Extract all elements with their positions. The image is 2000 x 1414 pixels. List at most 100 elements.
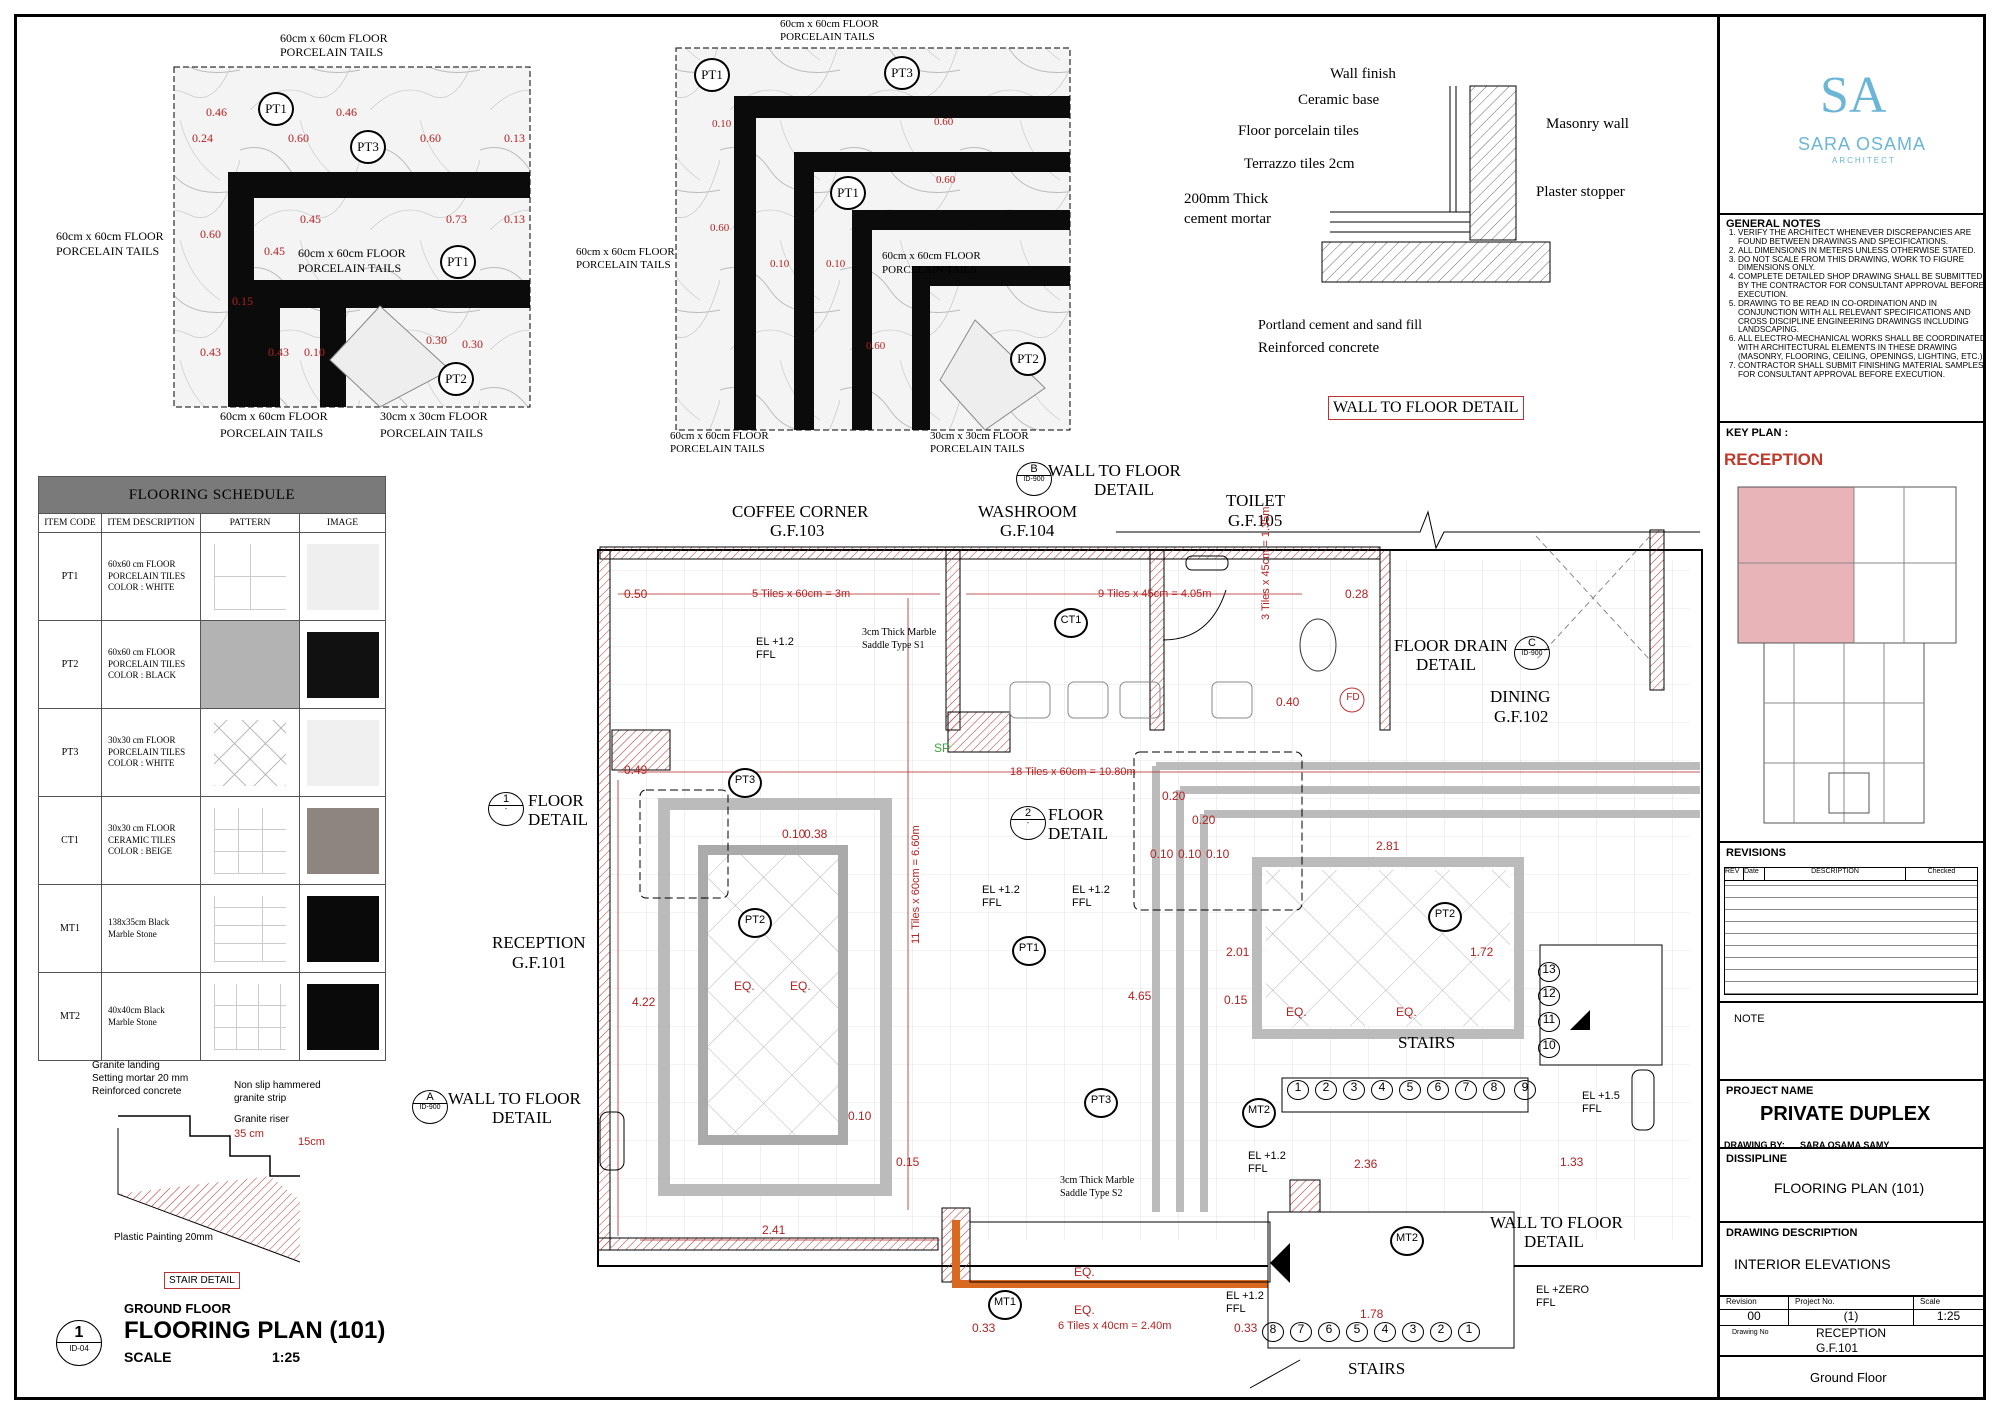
dim: 1.78: [1360, 1307, 1384, 1321]
tag-pt1: PT1: [694, 58, 730, 92]
tile-run: 5 Tiles x 60cm = 3m: [752, 588, 851, 600]
rev-header: REV: [1725, 868, 1744, 880]
dim: 0.15: [896, 1155, 920, 1169]
dim: 0.10: [770, 258, 790, 270]
dim: 0.30: [426, 333, 447, 347]
label: Terrazzo tiles 2cm: [1244, 156, 1355, 172]
tile-run: 9 Tiles x 45cm = 4.05m: [1098, 588, 1212, 600]
callout-bubble-1: 1-: [488, 792, 524, 826]
desc-line: Marble Stone: [108, 1016, 157, 1027]
plan-title: FLOORING PLAN (101): [124, 1317, 386, 1344]
dim: 0.33: [972, 1321, 996, 1335]
dim: 2.41: [762, 1223, 786, 1237]
pattern-swatch: [214, 807, 286, 874]
callout-label: DETAIL: [1094, 480, 1155, 499]
schedule-title: FLOORING SCHEDULE: [38, 476, 386, 514]
drawing-no-label: Drawing No: [1732, 1329, 1769, 1336]
dim: EQ.: [1074, 1303, 1095, 1317]
pattern-swatch: [214, 632, 286, 698]
tag-mt2: MT2: [1390, 1226, 1424, 1256]
callout-label: DETAIL: [492, 1108, 553, 1127]
notes-list: VERIFY THE ARCHITECT WHENEVER DISCREPANC…: [1726, 228, 1986, 380]
level-el: EL +1.2: [1248, 1150, 1286, 1162]
dim: 0.46: [336, 105, 357, 119]
scale-label: Scale: [1920, 1297, 1941, 1306]
stair-section: [117, 1115, 301, 1263]
label: PORCELAIN TAILS: [280, 45, 384, 59]
dim: 0.10: [304, 345, 325, 359]
callout-ref: ID-900: [413, 1103, 447, 1112]
tile-run: 18 Tiles x 60cm = 10.80m: [1010, 766, 1136, 778]
step-number: 6: [1318, 1322, 1340, 1342]
step-number: 5: [1346, 1322, 1368, 1342]
dim: 0.13: [504, 212, 525, 226]
note-item: VERIFY THE ARCHITECT WHENEVER DISCREPANC…: [1738, 228, 1986, 247]
dim: 0.20: [1162, 789, 1186, 803]
desc-line: 30x30 cm FLOOR: [108, 734, 176, 745]
dim: 0.60: [710, 222, 730, 234]
tag-pt3: PT3: [350, 130, 386, 164]
note-item: DRAWING TO BE READ IN CO-ORDINATION AND …: [1738, 299, 1986, 335]
label: 60cm x 60cm FLOOR: [220, 409, 328, 423]
image-swatch: [306, 895, 379, 962]
label: Setting mortar 20 mm: [92, 1073, 189, 1084]
dim: 0.10: [826, 258, 846, 270]
step-number: 10: [1538, 1038, 1560, 1058]
rev-header: Checked: [1927, 868, 1956, 875]
tag-pt1: PT1: [258, 92, 294, 126]
image-swatch: [306, 631, 379, 698]
callout-label: WALL TO FLOOR: [1048, 461, 1181, 480]
dim: 0.13: [504, 131, 525, 145]
callout-id: C: [1528, 637, 1536, 649]
project-name: PRIVATE DUPLEX: [1760, 1103, 1931, 1125]
note-item: DO NOT SCALE FROM THIS DRAWING, WORK TO …: [1738, 255, 1986, 274]
drawing-no: RECEPTION: [1816, 1326, 1887, 1340]
callout-ref: ID-900: [1515, 649, 1549, 658]
callout-id: 1: [502, 793, 510, 805]
dim: 0.30: [462, 337, 483, 351]
step-number: 8: [1483, 1080, 1505, 1100]
label: 60cm x 60cm FLOOR: [780, 18, 879, 30]
step-number: 2: [1430, 1322, 1452, 1342]
dim: 0.28: [1345, 587, 1369, 601]
label: 60cm x 60cm FLOOR: [298, 246, 406, 260]
label: PORCELAIN TAILS: [298, 261, 402, 275]
desc-line: PORCELAIN TILES: [108, 658, 186, 669]
desc-line: 138x35cm Black: [108, 916, 170, 927]
desc-line: PORCELAIN TILES: [108, 746, 186, 757]
label: PORCELAIN TAILS: [56, 244, 160, 258]
key-plan-label: RECEPTION: [1724, 450, 1824, 469]
dim: 35 cm: [234, 1128, 264, 1140]
label: Wall finish: [1330, 66, 1396, 82]
desc-line: 40x40cm Black: [108, 1004, 165, 1015]
label: 30cm x 30cm FLOOR: [380, 409, 488, 423]
project-name-title: PROJECT NAME: [1726, 1085, 1814, 1097]
desc-line: Marble Stone: [108, 928, 157, 939]
general-notes-title: GENERAL NOTES: [1726, 218, 1821, 230]
label: 60cm x 60cm FLOOR: [670, 430, 769, 442]
stairs-label: STAIRS: [1348, 1359, 1406, 1378]
drawing-no: G.F.101: [1816, 1341, 1859, 1355]
dim: 0.73: [446, 212, 467, 226]
callout-ref: -: [489, 805, 523, 814]
label: PORCELAIN TAILS: [670, 443, 765, 455]
revision: 00: [1720, 1309, 1789, 1325]
stairs-label: STAIRS: [1398, 1033, 1456, 1052]
dim: 0.50: [624, 587, 648, 601]
step-number: 12: [1538, 986, 1560, 1006]
label: 60cm x 60cm FLOOR: [576, 246, 675, 258]
callout-ref: -: [1011, 819, 1045, 828]
tag-pt1: PT1: [830, 176, 866, 210]
tag-mt1: MT1: [988, 1290, 1022, 1320]
dim: 0.38: [804, 827, 828, 841]
dim: 0.15: [1224, 993, 1248, 1007]
desc-line: COLOR : WHITE: [108, 582, 175, 593]
tag-fd: FD: [1346, 692, 1360, 703]
item-code: PT1: [38, 532, 102, 621]
key-plan-thumbnail: [1737, 486, 1957, 824]
